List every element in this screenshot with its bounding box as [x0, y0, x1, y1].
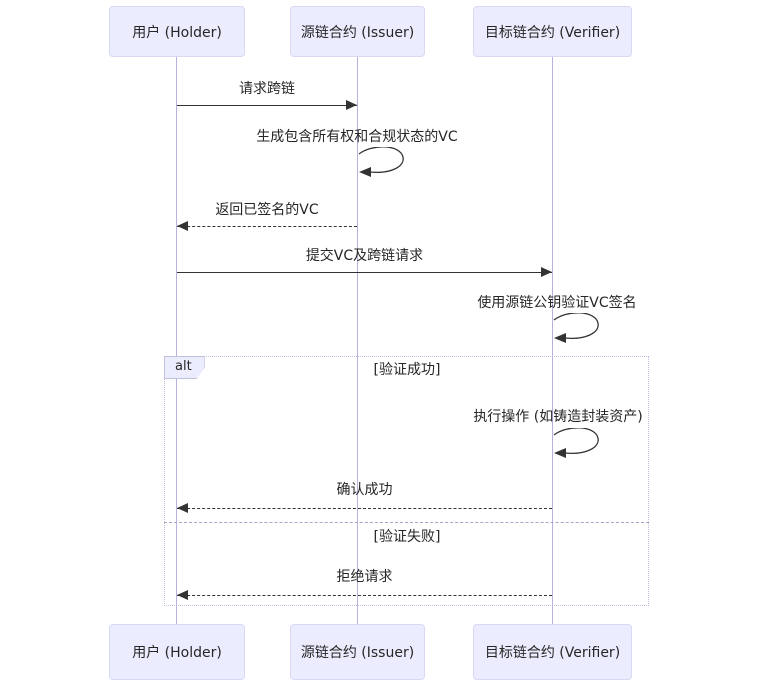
- lifeline-verifier: [552, 57, 553, 625]
- actor-holder-label: 用户 (Holder): [132, 24, 222, 41]
- actor-verifier-bottom: 目标链合约 (Verifier): [473, 624, 632, 680]
- message-label: 生成包含所有权和合规状态的VC: [256, 129, 458, 145]
- message-arrow: [177, 226, 357, 227]
- message-label: 提交VC及跨链请求: [305, 248, 424, 264]
- alt-frame-label: alt: [164, 356, 205, 379]
- actor-issuer-top: 源链合约 (Issuer): [290, 6, 425, 57]
- lifeline-issuer: [357, 57, 358, 625]
- message-label: 使用源链公钥验证VC签名: [477, 295, 637, 311]
- actor-holder-bottom: 用户 (Holder): [109, 624, 245, 680]
- message-arrow: [177, 272, 552, 273]
- arrowhead-left-icon: [177, 590, 188, 600]
- arrowhead-right-icon: [541, 267, 552, 277]
- self-loop-icon: [553, 428, 599, 458]
- alt-frame: [164, 356, 649, 606]
- actor-issuer-label: 源链合约 (Issuer): [300, 645, 415, 661]
- actor-holder-top: 用户 (Holder): [109, 6, 245, 57]
- message-label: 确认成功: [336, 482, 393, 498]
- message-label: 拒绝请求: [336, 569, 393, 585]
- actor-holder-label: 用户 (Holder): [132, 645, 222, 661]
- actor-issuer-label: 源链合约 (Issuer): [300, 24, 415, 41]
- lifeline-holder: [176, 57, 177, 625]
- actor-verifier-top: 目标链合约 (Verifier): [473, 6, 632, 57]
- actor-verifier-label: 目标链合约 (Verifier): [484, 645, 621, 661]
- arrowhead-left-icon: [177, 221, 188, 231]
- arrowhead-left-icon: [177, 503, 188, 513]
- self-loop-icon: [553, 313, 599, 343]
- actor-verifier-label: 目标链合约 (Verifier): [484, 24, 621, 41]
- message-arrow: [177, 105, 357, 106]
- alt-divider: [164, 522, 649, 523]
- self-loop-icon: [358, 147, 404, 177]
- actor-issuer-bottom: 源链合约 (Issuer): [290, 624, 425, 680]
- message-label: 执行操作 (如铸造封装资产): [473, 409, 643, 425]
- message-label: 请求跨链: [239, 81, 295, 97]
- alt-condition-success: [验证成功]: [373, 362, 441, 378]
- arrowhead-right-icon: [346, 100, 357, 110]
- message-arrow: [177, 508, 552, 509]
- alt-condition-failure: [验证失败]: [373, 529, 441, 545]
- message-arrow: [177, 595, 552, 596]
- message-label: 返回已签名的VC: [215, 202, 319, 218]
